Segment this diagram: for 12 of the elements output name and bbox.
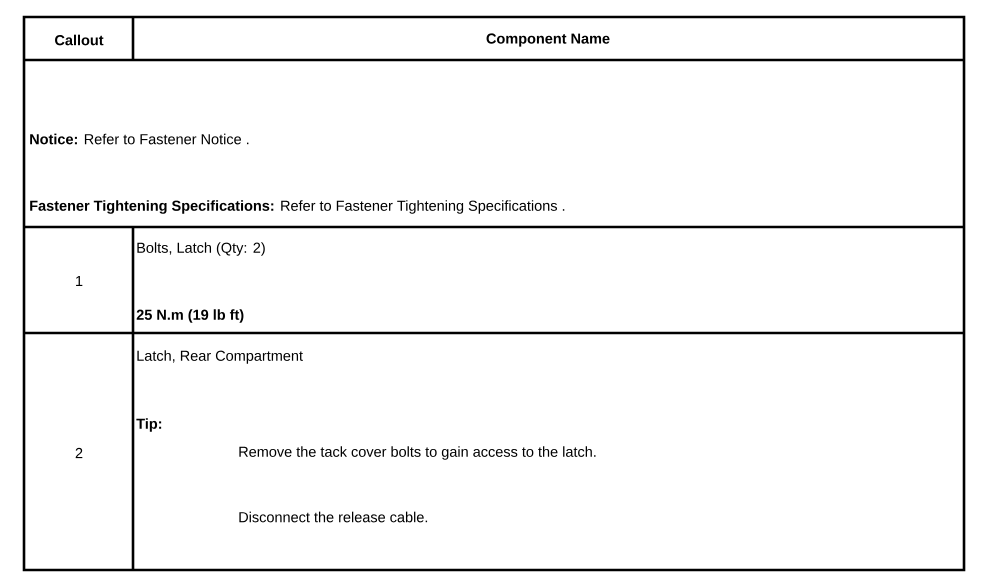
note-text: Fastener Tightening Specifications: Refer to Fastener Tightening Specifications . — [30, 200, 564, 214]
torque-text: 25 N.m (19 lb ft) — [136, 309, 244, 323]
column-header: Component Name — [486, 33, 610, 47]
component-text: Latch, Rear Compartment — [137, 350, 303, 364]
component-text: Bolts, Latch (Qty: 2) — [137, 242, 265, 256]
tip-heading: Tip: — [136, 418, 162, 432]
callout-number: 1 — [76, 276, 82, 286]
callout-number: 2 — [76, 448, 82, 458]
tip-text: Disconnect the release cable. — [239, 512, 428, 522]
note-text: Notice: Refer to Fastener Notice . — [30, 134, 248, 144]
column-header: Callout — [55, 34, 104, 46]
tip-text: Remove the tack cover bolts to gain access to the latch. — [239, 446, 596, 460]
